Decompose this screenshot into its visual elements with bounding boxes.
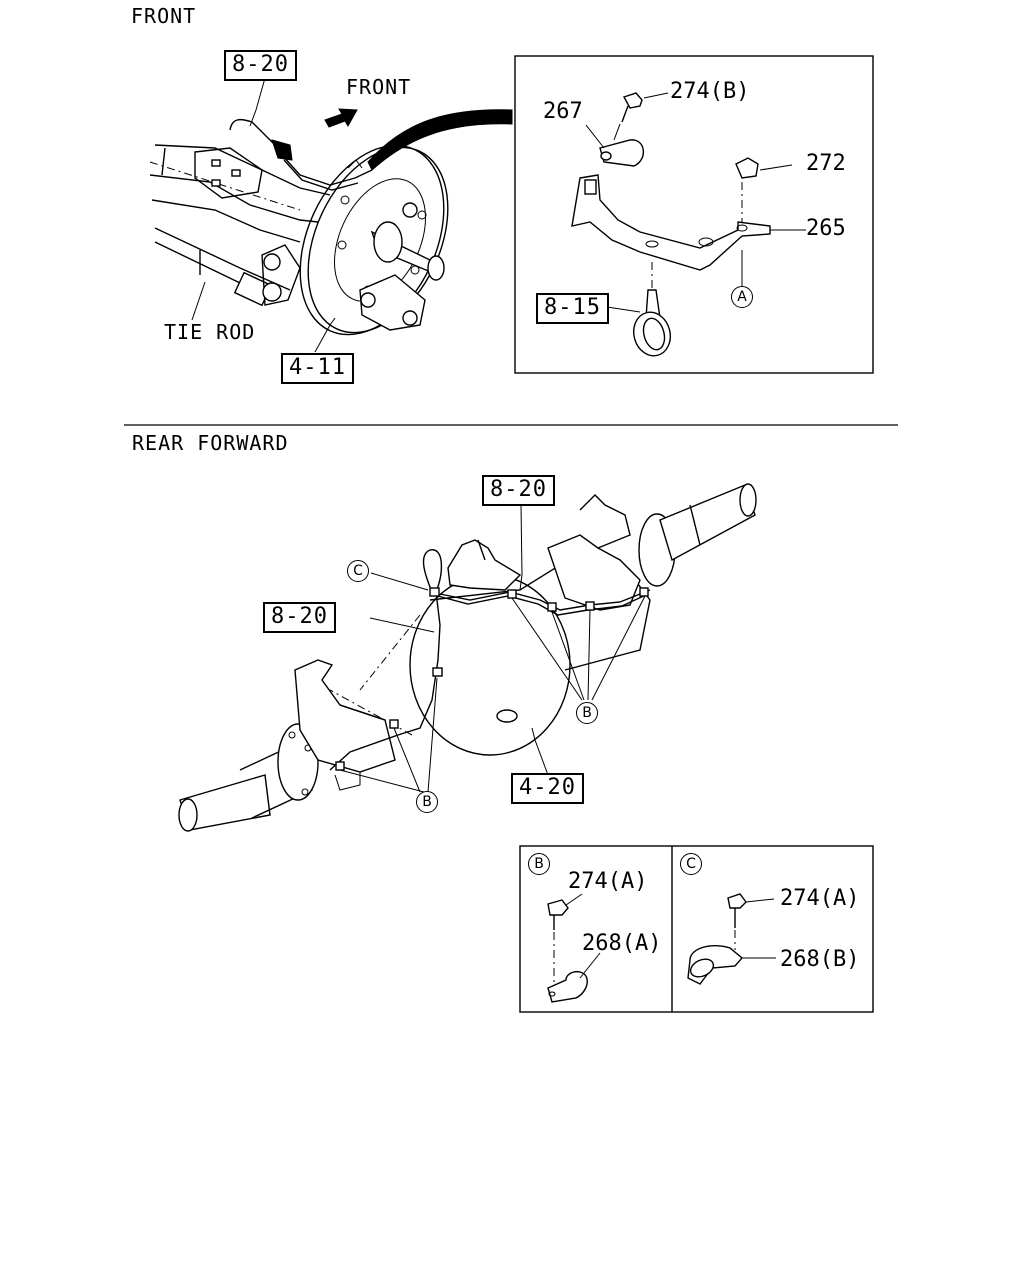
ref-4-11: 4-11 bbox=[281, 353, 354, 384]
marker-b-rear-left: B bbox=[416, 791, 438, 813]
detail-c-part-274a: 274(A) bbox=[780, 886, 860, 911]
front-heading: FRONT bbox=[131, 4, 197, 28]
detail-b-marker: B bbox=[528, 853, 550, 875]
tie-rod-label: TIE ROD bbox=[164, 320, 256, 344]
part-265: 265 bbox=[806, 216, 846, 241]
part-274b: 274(B) bbox=[670, 79, 750, 104]
detail-c-marker: C bbox=[680, 853, 702, 875]
part-267: 267 bbox=[543, 99, 583, 124]
front-axle-drawing bbox=[149, 77, 513, 353]
marker-b-rear-right: B bbox=[576, 702, 598, 724]
ref-8-20-rear-left: 8-20 bbox=[263, 602, 336, 633]
rear-axle-drawing bbox=[178, 483, 757, 832]
detail-b-part-268a: 268(A) bbox=[582, 931, 662, 956]
rear-forward-heading: REAR FORWARD bbox=[132, 431, 289, 455]
detail-box-bc bbox=[519, 845, 874, 1013]
part-272: 272 bbox=[806, 151, 846, 176]
detail-box-a bbox=[514, 55, 874, 374]
ref-8-20-front: 8-20 bbox=[224, 50, 297, 81]
marker-a: A bbox=[731, 286, 753, 308]
detail-b-part-274a: 274(A) bbox=[568, 869, 648, 894]
ref-8-15: 8-15 bbox=[536, 293, 609, 324]
front-direction-label: FRONT bbox=[346, 75, 412, 99]
marker-c-rear: C bbox=[347, 560, 369, 582]
ref-8-20-rear-top: 8-20 bbox=[482, 475, 555, 506]
ref-4-20: 4-20 bbox=[511, 773, 584, 804]
detail-c-part-268b: 268(B) bbox=[780, 947, 860, 972]
